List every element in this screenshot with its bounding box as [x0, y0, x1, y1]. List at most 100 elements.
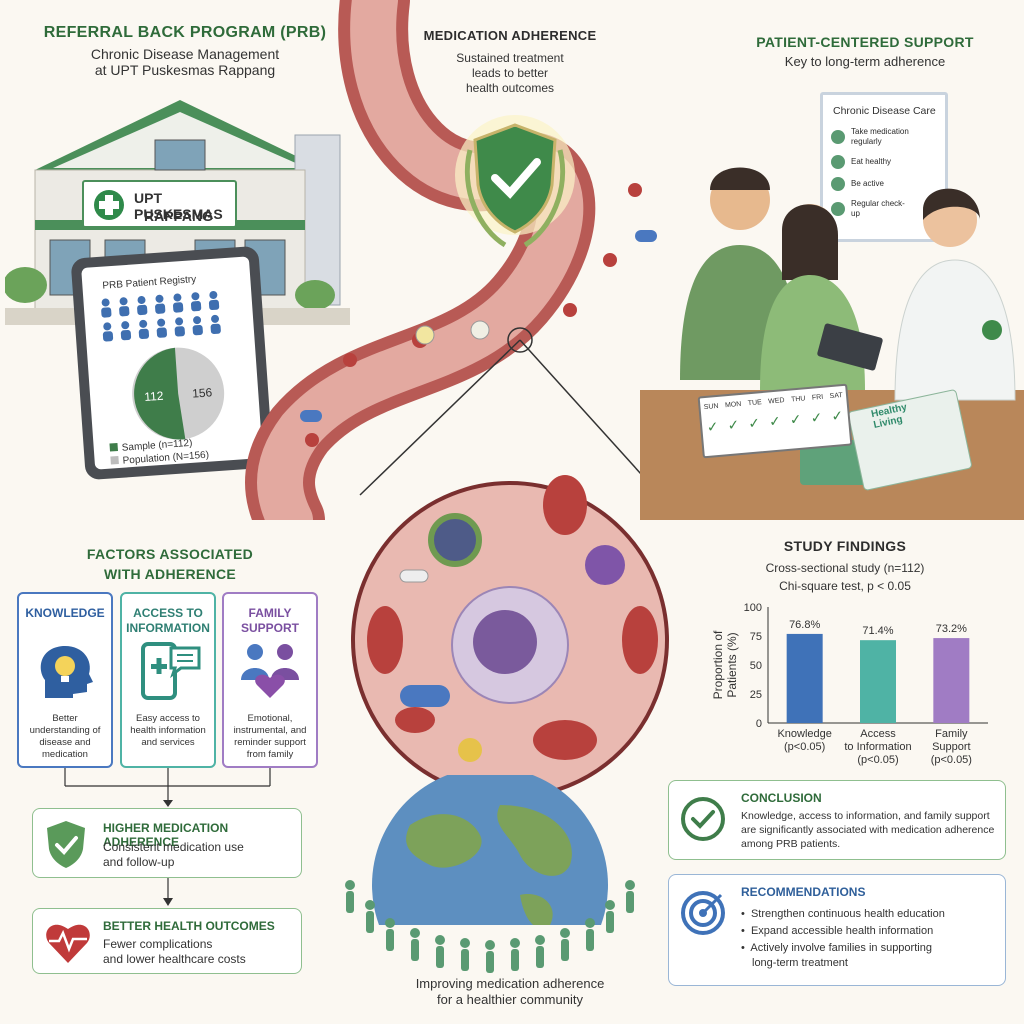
footer-caption: Improving medication adherence for a hea…	[370, 976, 650, 1008]
poster-item: Eat healthy	[831, 155, 945, 169]
recommendation-item-continuation: long-term treatment	[741, 956, 945, 971]
bar	[933, 638, 970, 723]
bar-value-label: 71.4%	[862, 625, 893, 637]
factor-title: ACCESS TO INFORMATION	[126, 606, 210, 635]
recommendation-item: • Strengthen continuous health education	[741, 908, 945, 920]
check-icon: ✓	[809, 408, 824, 426]
recommendation-label: Expand accessible health information	[750, 925, 934, 937]
x-tick-label: (p<0.05)	[784, 741, 825, 753]
poster-item: Be active	[831, 177, 945, 191]
recommendation-label: long-term treatment	[752, 957, 848, 969]
factors-title-1: FACTORS ASSOCIATED	[86, 546, 254, 562]
higher-adherence-box: HIGHER MEDICATION ADHERENCE Consistent m…	[32, 808, 302, 878]
shield-check-icon	[455, 115, 575, 248]
recommendations-title: RECOMMENDATIONS	[741, 885, 866, 899]
conclusion-text: Knowledge, access to information, and fa…	[741, 809, 994, 851]
bar	[860, 640, 896, 723]
x-tick-label: to Information	[844, 741, 911, 753]
calendar-day: FRI	[811, 393, 824, 402]
building-sign: UPT PUSKESMAS RAPPANG	[82, 180, 237, 228]
y-tick-label: 25	[750, 689, 762, 701]
building-sign-line-1: UPT PUSKESMAS	[134, 190, 223, 222]
factors-header: FACTORS ASSOCIATED WITH ADHERENCE	[20, 546, 320, 582]
population-value: 156	[191, 385, 213, 401]
footer-line-2: for a healthier community	[437, 992, 583, 1007]
factor-card-family-support: FAMILY SUPPORT Emotional, instrumental, …	[222, 592, 318, 768]
findings-header: STUDY FINDINGS Cross-sectional study (n=…	[735, 538, 955, 594]
blood-vessel-illustration	[245, 0, 657, 520]
factor-card-access-to-information: ACCESS TO INFORMATION Easy access to hea…	[120, 592, 216, 768]
magnified-blood-cells-illustration	[351, 327, 669, 799]
poster-item-label: Take medication regularly	[851, 127, 909, 146]
bar	[786, 633, 823, 723]
cross-icon	[94, 190, 124, 220]
check-circle-icon	[681, 797, 725, 841]
patient-registry-tablet: PRB Patient Registry 1	[70, 245, 274, 481]
factor-desc: Easy access to health information and se…	[130, 713, 206, 748]
adherence-line-2: leads to better	[471, 66, 549, 80]
heart-pulse-icon	[46, 924, 90, 963]
higher-adherence-desc-1: Consistent medication use	[103, 840, 244, 854]
prb-subtitle-2: at UPT Puskesmas Rappang	[94, 62, 276, 78]
check-icon: ✓	[830, 407, 844, 425]
calendar-day: THU	[790, 395, 806, 404]
factors-title-2: WITH ADHERENCE	[103, 566, 236, 582]
check-icon: ✓	[768, 412, 782, 430]
y-tick-label: 0	[756, 718, 762, 730]
higher-adherence-title: HIGHER MEDICATION ADHERENCE	[103, 821, 229, 849]
family-heart-icon	[241, 644, 299, 698]
y-tick-label: 75	[750, 631, 762, 643]
poster-item-label: Be active	[851, 179, 884, 188]
x-tick-label: (p<0.05)	[857, 754, 898, 766]
recommendation-label: Strengthen continuous health education	[750, 908, 945, 920]
recommendations-list: • Strengthen continuous health education…	[741, 907, 945, 971]
check-icon: ✓	[789, 410, 803, 428]
prb-title: REFERRAL BACK PROGRAM (PRB)	[43, 24, 327, 41]
better-outcomes-box: BETTER HEALTH OUTCOMES Fewer complicatio…	[32, 908, 302, 974]
building-sign-line-2: RAPPANG	[144, 208, 213, 224]
y-axis-label: Patients (%)	[725, 632, 739, 697]
shield-check-icon	[47, 821, 85, 868]
conclusion-box: CONCLUSION Knowledge, access to informat…	[668, 780, 1006, 860]
check-icon: ✓	[726, 416, 740, 434]
findings-line-2: Chi-square test, p < 0.05	[779, 579, 911, 593]
target-icon	[681, 891, 725, 935]
recommendation-label: Actively involve families in supporting	[750, 942, 932, 954]
conclusion-title: CONCLUSION	[741, 791, 822, 805]
support-header: PATIENT-CENTERED SUPPORT Key to long-ter…	[730, 34, 1000, 70]
registry-legend: Sample (n=112) Population (N=156)	[109, 436, 209, 469]
poster-item: Regular check-up	[831, 199, 945, 219]
recommendation-item: • Actively involve families in supportin…	[741, 942, 932, 954]
food-icon	[831, 155, 845, 169]
poster-list: Take medication regularly Eat healthy Be…	[823, 117, 945, 219]
calendar-day: WED	[767, 397, 785, 406]
higher-adherence-desc-2: and follow-up	[103, 855, 175, 869]
check-icon: ✓	[747, 414, 761, 432]
factor-desc: Better understanding of disease and medi…	[29, 713, 101, 760]
y-axis-label: Proportion of	[711, 630, 725, 699]
better-outcomes-desc-1: Fewer complications	[103, 937, 213, 951]
poster-item-label: Regular check-up	[851, 199, 905, 218]
conclusion-line-1: Knowledge, access to information, and fa…	[741, 810, 990, 822]
better-outcomes-title: BETTER HEALTH OUTCOMES	[103, 919, 275, 933]
bar-value-label: 73.2%	[936, 623, 967, 635]
recommendations-box: RECOMMENDATIONS • Strengthen continuous …	[668, 874, 1006, 986]
family-consultation-illustration	[640, 167, 1024, 520]
calendar-day: SUN	[703, 402, 719, 412]
factors-connector-arrow	[64, 768, 271, 807]
conclusion-line-2: are significantly associated with medica…	[741, 824, 995, 836]
x-tick-label: Knowledge	[777, 728, 831, 740]
calendar-day: SAT	[829, 392, 844, 401]
phone-chat-icon	[141, 642, 201, 700]
adherence-line-3: health outcomes	[465, 81, 555, 95]
higher-adherence-desc: Consistent medication use and follow-up	[103, 840, 244, 870]
x-tick-label: Family	[935, 728, 968, 740]
poster-title: Chronic Disease Care	[833, 105, 936, 117]
support-subtitle: Key to long-term adherence	[784, 54, 946, 69]
poster-item-label: Eat healthy	[851, 157, 892, 166]
bar-value-label: 76.8%	[789, 619, 820, 631]
support-title: PATIENT-CENTERED SUPPORT	[756, 34, 974, 50]
x-tick-label: Support	[932, 741, 971, 753]
findings-line-1: Cross-sectional study (n=112)	[765, 561, 925, 575]
